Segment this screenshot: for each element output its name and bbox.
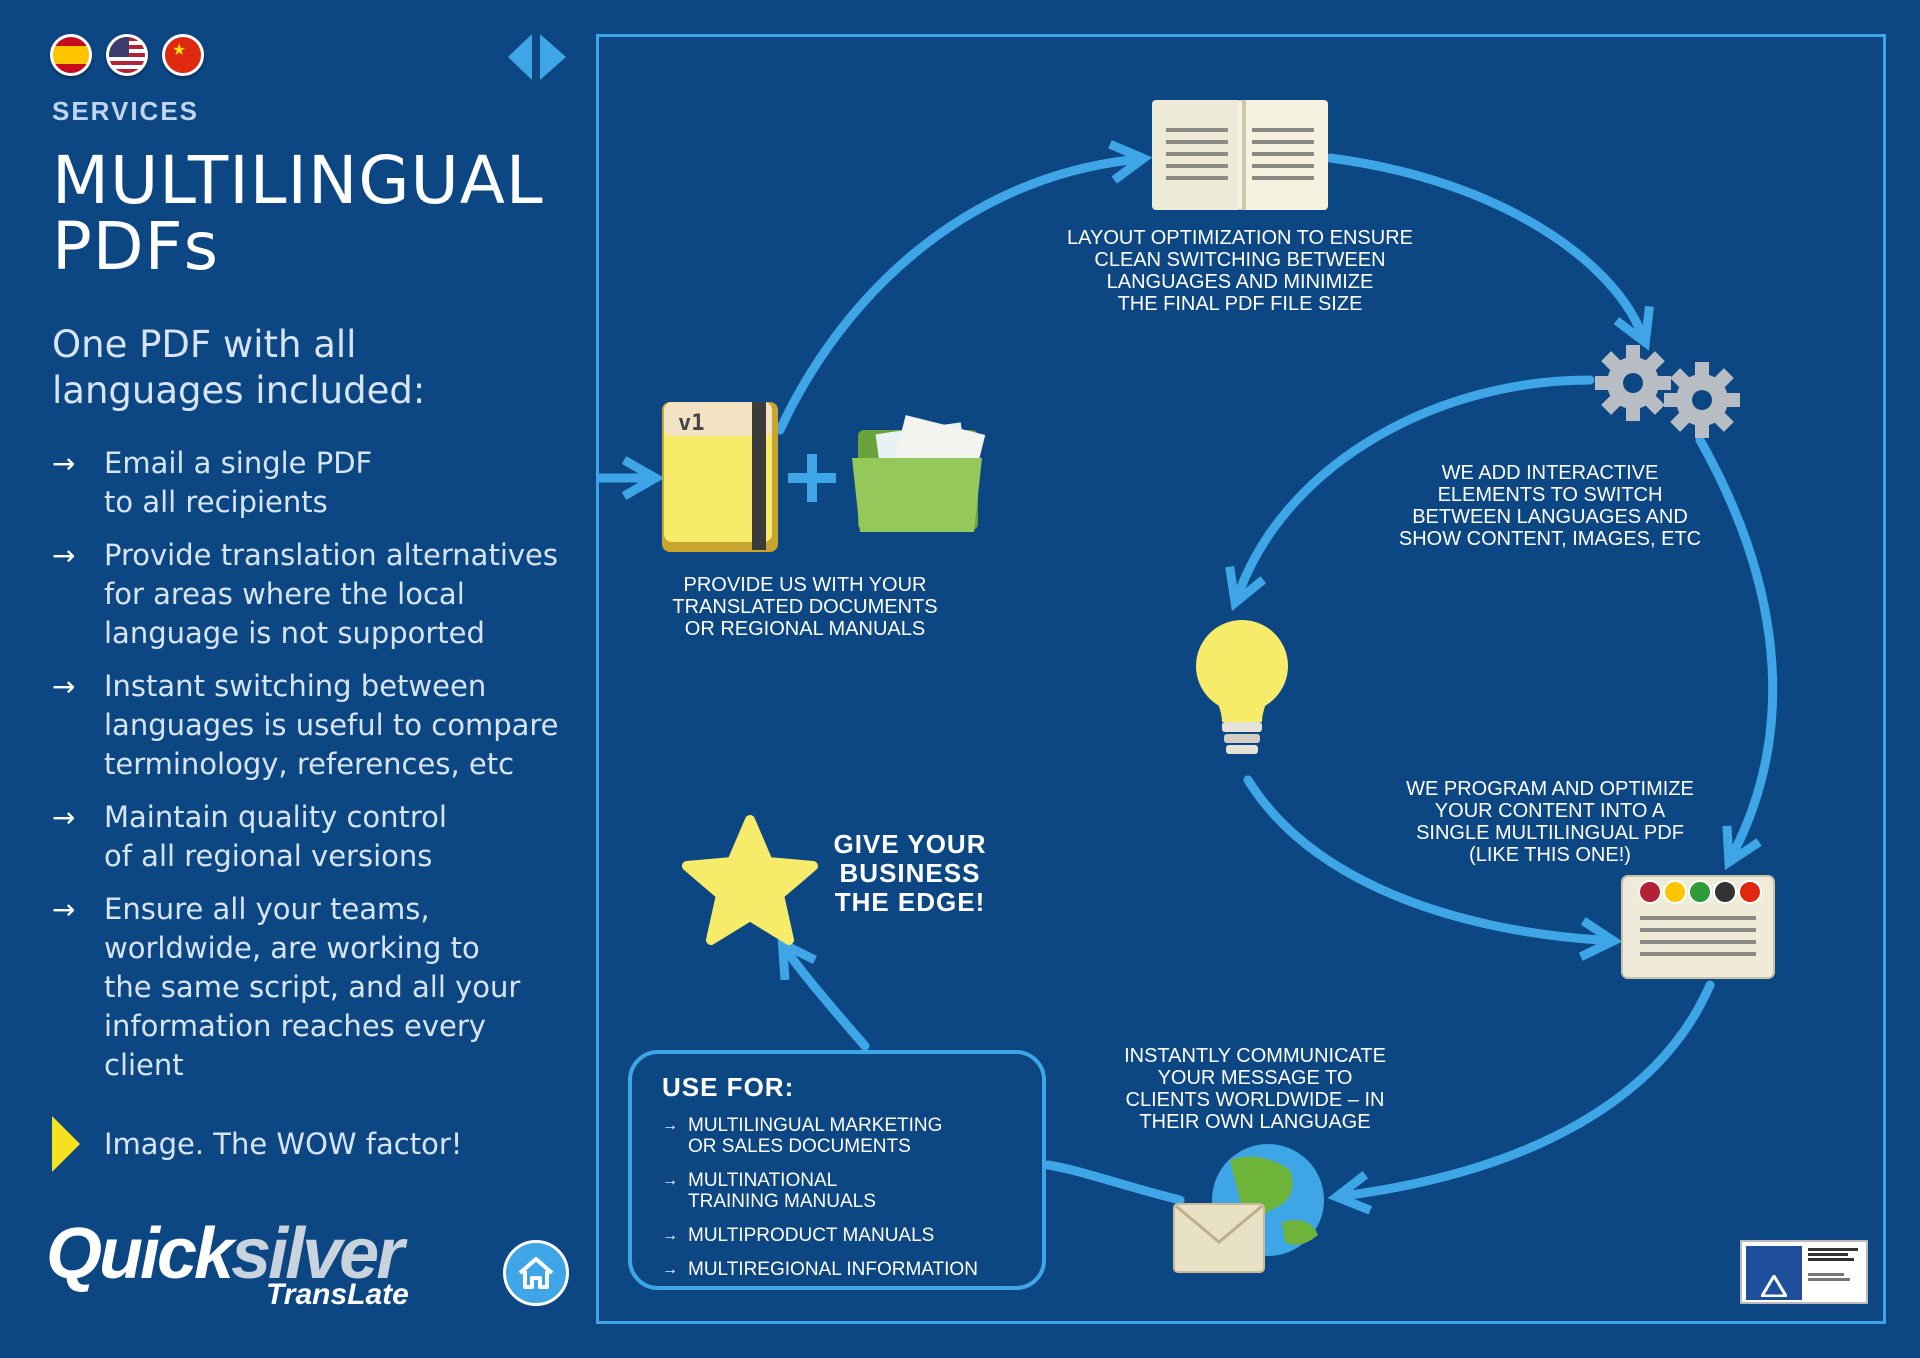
benefits-list: → Email a single PDF to all recipients → P… <box>52 444 572 1099</box>
use-for-list: →MULTILINGUAL MARKETING OR SALES DOCUMEN… <box>662 1115 1012 1280</box>
edge-slogan: GIVE YOUR BUSINESS THE EDGE! <box>833 829 987 917</box>
home-button[interactable] <box>503 1240 569 1306</box>
arrow-book-to-gears <box>1325 153 1654 351</box>
list-item: →MULTINATIONAL TRAINING MANUALS <box>662 1170 876 1212</box>
arrow-right-icon: → <box>662 1172 678 1189</box>
play-triangle-icon <box>52 1116 80 1172</box>
arrow-pdf-to-globe <box>1327 980 1715 1215</box>
list-item: → Instant switching between languages is … <box>52 667 572 784</box>
gears-icon <box>1595 345 1740 438</box>
open-book-icon <box>1152 100 1328 210</box>
step-layout-optimization: LAYOUT OPTIMIZATION TO ENSURE CLEAN SWIT… <box>1067 227 1413 315</box>
arrow-docs-to-book <box>775 140 1153 435</box>
list-item: → Email a single PDF to all recipients <box>52 444 572 522</box>
use-for-heading: USE FOR: <box>662 1072 795 1102</box>
page-title-line2: PDFs <box>52 208 219 285</box>
multilingual-pdf-icon <box>1621 875 1775 979</box>
list-item: →MULTILINGUAL MARKETING OR SALES DOCUMEN… <box>662 1115 943 1157</box>
next-page-icon[interactable] <box>540 34 566 80</box>
certification-badge <box>1740 1240 1868 1304</box>
arrow-bulb-to-pdf <box>1243 775 1623 961</box>
section-label: SERVICES <box>52 96 200 126</box>
china-flag-icon[interactable] <box>162 34 204 76</box>
page-title: MULTILINGUAL PDFs <box>52 148 544 280</box>
list-item: → Maintain quality control of all regiona… <box>52 798 572 876</box>
arrow-right-icon: → <box>662 1117 678 1134</box>
list-item: → Provide translation alternatives for ar… <box>52 536 572 653</box>
step-interactive-elements: WE ADD INTERACTIVE ELEMENTS TO SWITCH BE… <box>1398 462 1702 550</box>
arrow-right-icon: → <box>662 1227 678 1244</box>
bullet-text: Maintain quality control of all regional… <box>104 800 447 873</box>
star-icon <box>682 815 818 945</box>
page-title-line1: MULTILINGUAL <box>52 142 544 219</box>
workflow-frame <box>596 34 1886 1324</box>
arrow-usefor-to-star <box>777 936 870 1051</box>
wow-factor-text: Image. The WOW factor! <box>104 1127 463 1161</box>
list-item: →MULTIREGIONAL INFORMATION <box>662 1259 978 1280</box>
bullet-text: Ensure all your teams, worldwide, are wo… <box>104 892 521 1082</box>
arrow-gears-to-pdf <box>1695 435 1778 871</box>
use-for-box: USE FOR: →MULTILINGUAL MARKETING OR SALE… <box>628 1050 1046 1290</box>
arrow-right-icon: → <box>52 893 76 926</box>
list-item: →MULTIPRODUCT MANUALS <box>662 1225 935 1246</box>
step-communicate: INSTANTLY COMMUNICATE YOUR MESSAGE TO CL… <box>1124 1045 1386 1133</box>
bullet-text: Email a single PDF to all recipients <box>104 446 373 519</box>
subtitle: One PDF with all languages included: <box>52 323 426 412</box>
language-flags <box>50 34 204 76</box>
quicksilver-logo: Quicksilver TransLate <box>46 1214 409 1311</box>
usa-flag-icon[interactable] <box>106 34 148 76</box>
bullet-text: Provide translation alternatives for are… <box>104 538 558 650</box>
arrow-right-icon: → <box>662 1261 678 1278</box>
step-provide-documents: PROVIDE US WITH YOUR TRANSLATED DOCUMENT… <box>672 574 938 640</box>
workflow-diagram: v1 <box>596 100 1778 1273</box>
line-globe-to-usefor <box>1043 1160 1185 1205</box>
doc-version-label: v1 <box>678 411 705 436</box>
arrow-gears-to-bulb <box>1225 375 1595 612</box>
bullet-text: Instant switching between languages is u… <box>104 669 559 781</box>
home-icon <box>518 1257 554 1289</box>
spain-flag-icon[interactable] <box>50 34 92 76</box>
arrow-right-icon: → <box>52 447 76 480</box>
translated-document-icon: v1 <box>662 402 778 552</box>
certification-text-graphic <box>1808 1246 1858 1298</box>
prev-page-icon[interactable] <box>508 34 532 80</box>
arrow-right-icon: → <box>52 670 76 703</box>
tuv-logo-icon <box>1746 1246 1802 1300</box>
globe-envelope-icon <box>1173 1144 1324 1273</box>
folder-icon <box>852 415 986 532</box>
page-nav-arrows <box>508 34 566 80</box>
wow-factor-link[interactable]: Image. The WOW factor! <box>52 1116 462 1172</box>
lightbulb-icon <box>1196 620 1288 754</box>
step-program-optimize: WE PROGRAM AND OPTIMIZE YOUR CONTENT INT… <box>1406 778 1694 866</box>
list-item: → Ensure all your teams, worldwide, are w… <box>52 890 572 1085</box>
arrow-right-icon: → <box>52 539 76 572</box>
arrow-right-icon: → <box>52 801 76 834</box>
plus-icon <box>788 454 836 502</box>
